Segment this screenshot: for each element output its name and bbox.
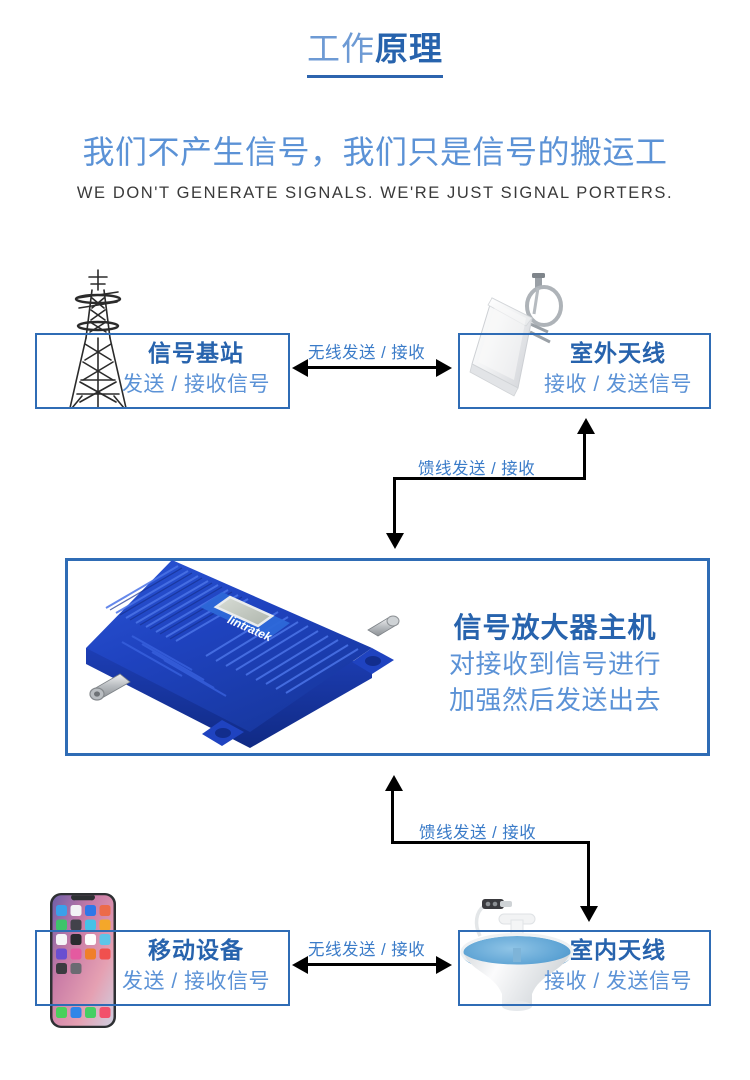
node-label-mobile-device: 移动设备 发送 / 接收信号 [110,937,282,993]
page-title-light: 工作 [307,30,375,67]
edge-label-feeder-bottom: 馈线发送 / 接收 [419,824,537,842]
wireless-arrow-bottom-head-right [436,955,452,974]
node-box-amplifier [65,558,710,756]
base-station-subtitle: 发送 / 接收信号 [121,372,270,396]
signal-booster-icon: lintratek [86,560,400,748]
node-box-mobile-device [35,930,290,1006]
amplifier-line1: 对接收到信号进行 [448,649,661,679]
feeder-bottom-left-vline [391,791,394,844]
wireless-arrow-top-line [306,366,436,369]
smartphone-icon [50,893,116,1028]
amplifier-line2: 加强然后发送出去 [448,685,661,715]
page-title-bold: 原理 [375,30,443,67]
node-label-indoor-antenna: 室内天线 接收 / 发送信号 [532,937,704,993]
cell-tower-icon [69,269,127,409]
feeder-bottom-arrow-up [384,775,403,791]
indoor-antenna-subtitle: 接收 / 发送信号 [543,969,692,993]
indoor-antenna-title: 室内天线 [570,937,666,963]
indoor-dome-antenna-icon [460,899,574,1011]
amplifier-title: 信号放大器主机 [453,612,657,643]
edge-label-feeder-top: 馈线发送 / 接收 [418,460,536,478]
wireless-arrow-top-head-right [436,358,452,377]
wireless-arrow-bottom-line [306,963,436,966]
mobile-device-subtitle: 发送 / 接收信号 [121,969,270,993]
outdoor-antenna-subtitle: 接收 / 发送信号 [543,372,692,396]
base-station-title: 信号基站 [148,340,244,366]
node-label-amplifier: 信号放大器主机 对接收到信号进行 加强然后发送出去 [400,610,710,718]
mobile-device-title: 移动设备 [148,937,244,963]
feeder-top-arrow-up [576,418,595,434]
edge-label-wireless-top: 无线发送 / 接收 [308,344,426,362]
outdoor-panel-antenna-icon [469,273,563,397]
feeder-top-right-vline [583,434,586,480]
feeder-top-hline [393,477,586,480]
edge-label-wireless-bottom: 无线发送 / 接收 [308,941,426,959]
page-title: 工作原理 [0,28,750,78]
node-label-base-station: 信号基站 发送 / 接收信号 [110,340,282,396]
tagline-chinese: 我们不产生信号，我们只是信号的搬运工 [82,134,668,170]
wireless-arrow-top-head-left [292,358,308,377]
feeder-bottom-arrow-down [580,906,598,922]
tagline-english: WE DON'T GENERATE SIGNALS. WE'RE JUST SI… [76,184,674,202]
feeder-bottom-hline [391,841,590,844]
wireless-arrow-bottom-head-left [292,955,308,974]
feeder-bottom-right-vline [587,841,590,908]
outdoor-antenna-title: 室外天线 [570,340,666,366]
feeder-top-arrow-down [386,533,404,549]
node-box-outdoor-antenna [458,333,711,409]
node-box-indoor-antenna [458,930,711,1006]
node-box-base-station [35,333,290,409]
node-label-outdoor-antenna: 室外天线 接收 / 发送信号 [532,340,704,396]
feeder-top-left-vline [393,477,396,535]
